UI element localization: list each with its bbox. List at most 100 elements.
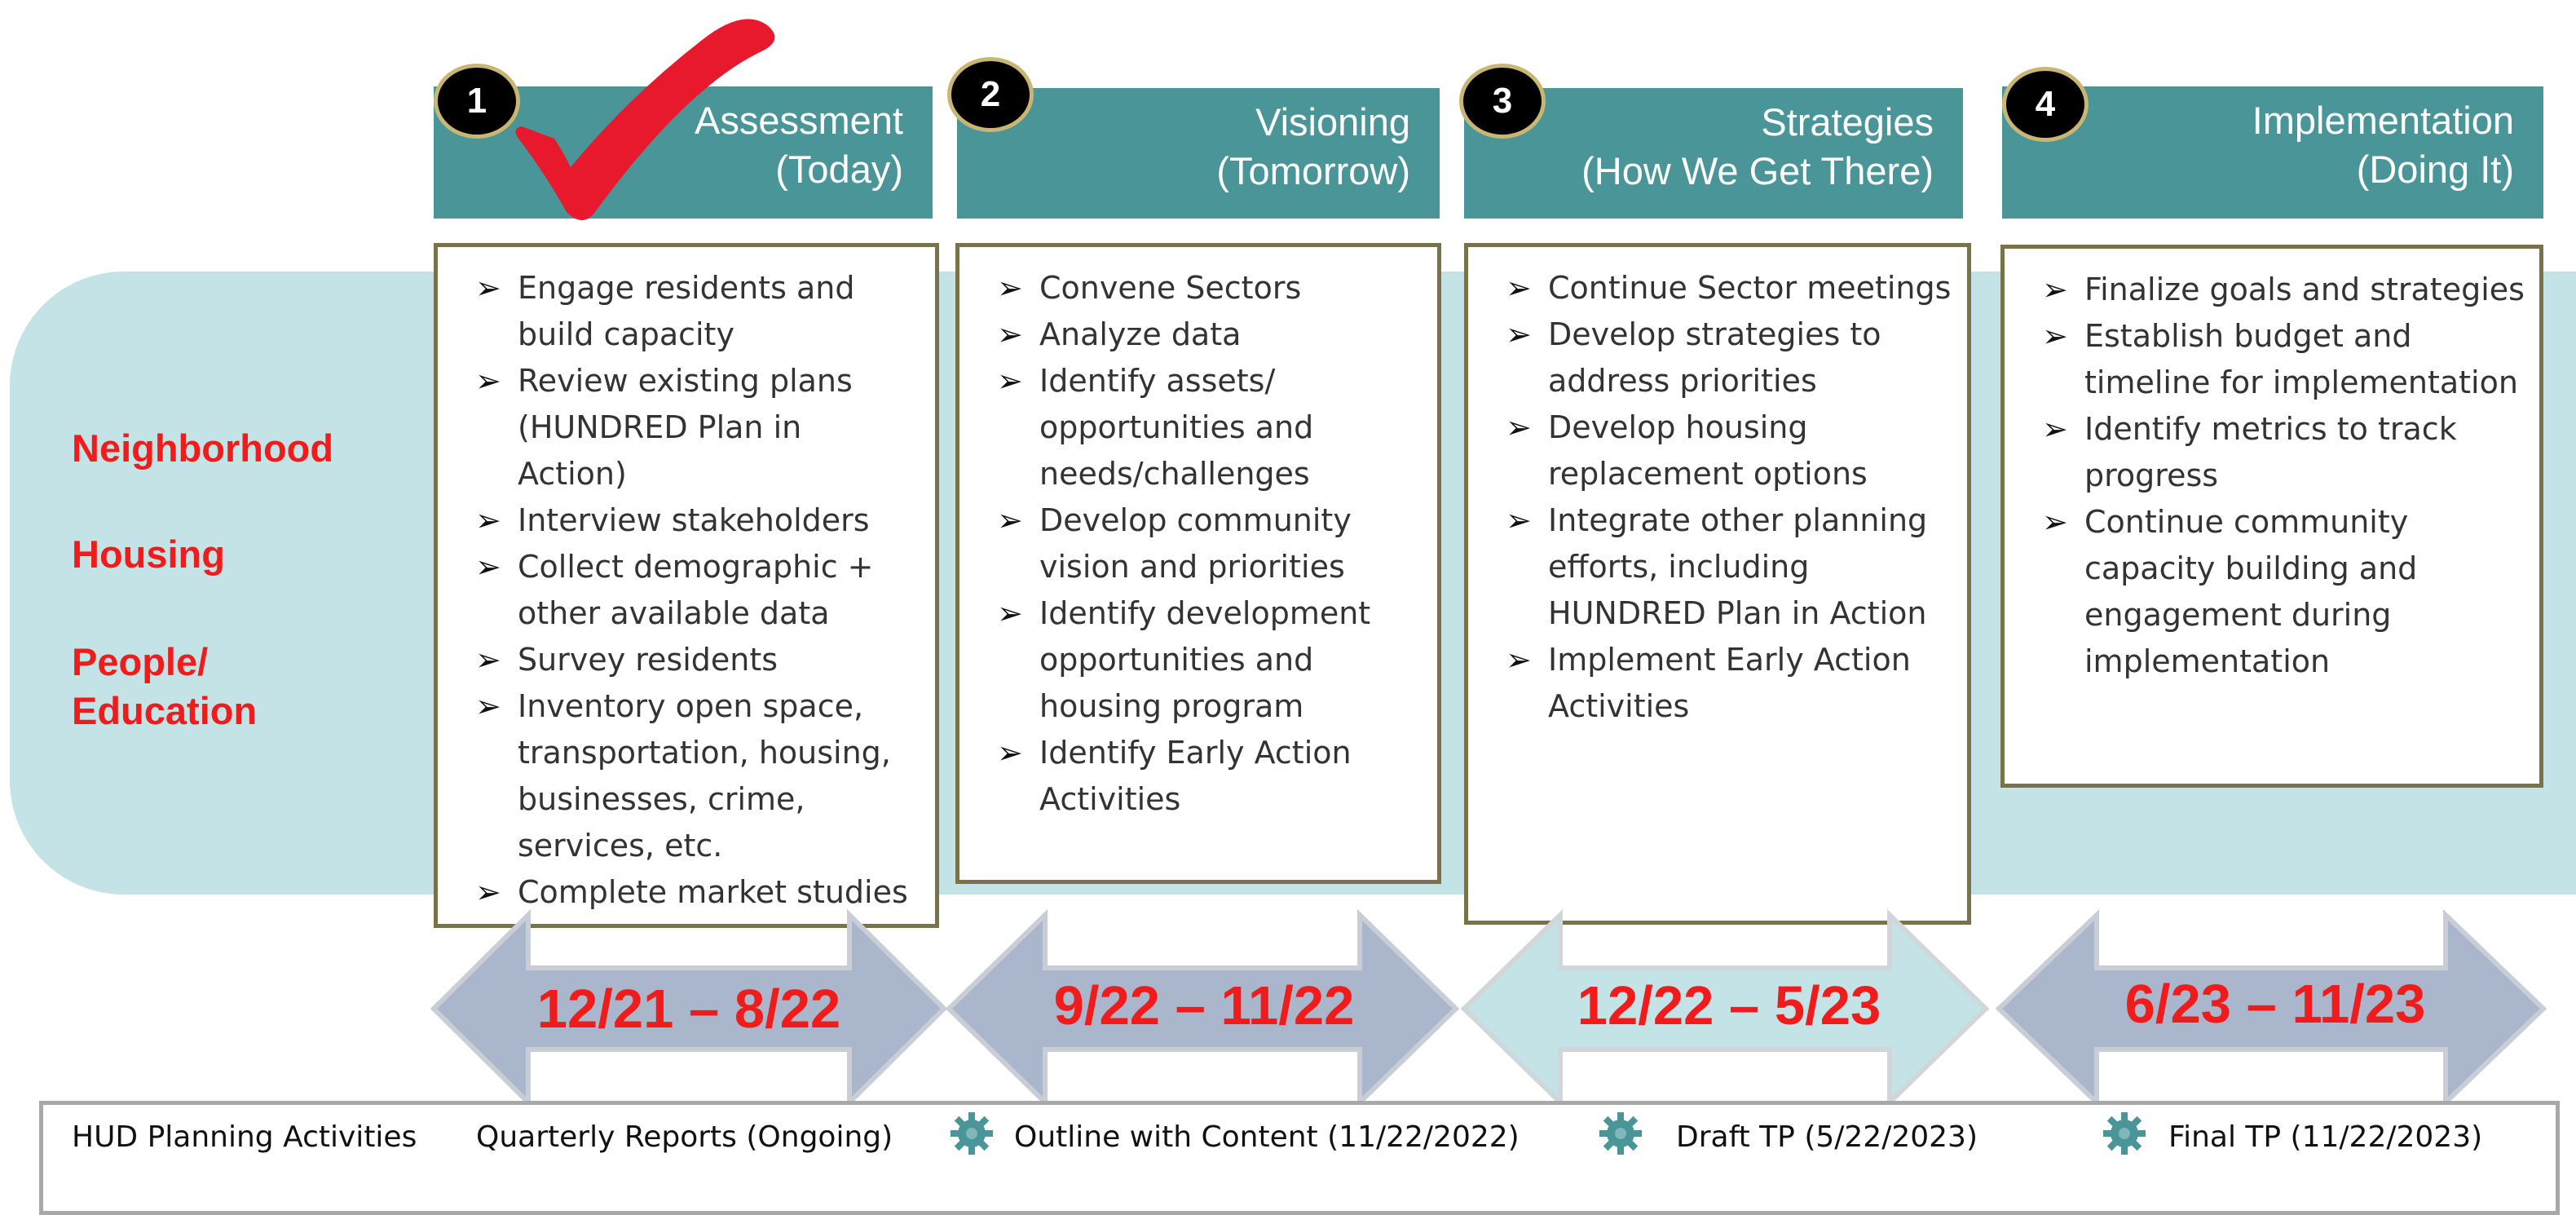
phase-4-subtitle: (Doing It) xyxy=(2356,148,2514,191)
phase-3-header: Strategies (How We Get There) xyxy=(1464,88,1963,219)
gear-icon xyxy=(951,1112,993,1155)
phase-2-subtitle: (Tomorrow) xyxy=(1216,149,1410,192)
activity-item: Analyze data xyxy=(997,311,1429,358)
activity-item-line: Activities xyxy=(1548,688,1690,724)
activity-item: Review existing plans (HUNDRED Plan in Act… xyxy=(475,358,927,497)
activity-item-line: efforts, including xyxy=(1548,549,1810,585)
phase-1-activities-box: Engage residents and build capacityReview… xyxy=(434,243,939,928)
activity-item-line: needs/challenges xyxy=(1039,456,1310,492)
activity-item-line: Continue community xyxy=(2084,504,2409,540)
activity-item-line: Identify development xyxy=(1039,595,1371,631)
activity-item: Engage residents and build capacity xyxy=(475,265,927,358)
activity-item-line: services, etc. xyxy=(518,828,723,864)
phase-3-dates: 12/22 – 5/23 xyxy=(1577,975,1881,1036)
activity-item: Complete market studies xyxy=(475,869,927,916)
activity-item-line: Identify metrics to track xyxy=(2084,411,2457,447)
activity-item: Inventory open space,transportation, hou… xyxy=(475,683,927,869)
activity-item-line: (HUNDRED Plan in xyxy=(518,409,802,445)
phase-3-activities: Continue Sector meetingsDevelop strategi… xyxy=(1506,265,1959,730)
activity-item: Identify metrics to track progress xyxy=(2042,406,2531,499)
phase-3-activities-box: Continue Sector meetingsDevelop strategi… xyxy=(1464,243,1971,925)
hud-bar-label: HUD Planning Activities xyxy=(72,1120,417,1154)
activity-item-line: other available data xyxy=(518,595,830,631)
activity-item-line: Continue Sector meetings xyxy=(1548,270,1952,306)
phase-1-activities: Engage residents and build capacityReview… xyxy=(475,265,927,916)
activity-item: Collect demographic + other available dat… xyxy=(475,544,927,637)
phase-4-header: Implementation (Doing It) xyxy=(2002,86,2543,219)
activity-item-line: Engage residents and xyxy=(518,270,855,306)
phase-1-number-badge: 1 xyxy=(434,64,520,139)
phase-4-dates: 6/23 – 11/23 xyxy=(2124,974,2426,1035)
activity-item-line: progress xyxy=(2084,457,2219,493)
phase-2-title: Visioning xyxy=(1255,100,1410,144)
activity-item-line: build capacity xyxy=(518,316,734,352)
gear-icon xyxy=(2103,1112,2146,1155)
activity-item-line: Finalize goals and strategies xyxy=(2084,272,2525,307)
activity-item-line: Identify assets/ xyxy=(1039,363,1276,399)
phase-1-title: Assessment xyxy=(695,99,903,142)
activity-item: Finalize goals and strategies xyxy=(2042,267,2531,313)
activity-item: Develop community vision and priorities xyxy=(997,497,1429,590)
timeline-arrows xyxy=(430,908,2547,1109)
phase-3-title: Strategies xyxy=(1761,100,1934,144)
activity-item: Develop strategies to address priorities xyxy=(1506,311,1959,404)
activity-item: Survey residents xyxy=(475,637,927,683)
activity-item-line: Establish budget and xyxy=(2084,318,2412,354)
phase-1-subtitle: (Today) xyxy=(775,148,903,191)
activity-item: Establish budget and timeline for impleme… xyxy=(2042,313,2531,406)
timeline-arrow-3 xyxy=(1460,908,1990,1109)
activity-item: Integrate other planning efforts, includi… xyxy=(1506,497,1959,637)
activity-item-line: capacity building and xyxy=(2084,550,2418,586)
activity-item-line: Develop housing xyxy=(1548,409,1808,445)
activity-item-line: vision and priorities xyxy=(1039,549,1345,585)
category-housing: Housing xyxy=(72,532,225,576)
activity-item: Convene Sectors xyxy=(997,265,1429,311)
activity-item-line: Convene Sectors xyxy=(1039,270,1302,306)
activity-item-line: Develop community xyxy=(1039,502,1352,538)
activity-item-line: Inventory open space, xyxy=(518,688,864,724)
activity-item: Identify development opportunities and hou… xyxy=(997,590,1429,730)
activity-item-line: address priorities xyxy=(1548,363,1817,399)
activity-item-line: Integrate other planning xyxy=(1548,502,1928,538)
activity-item-line: timeline for implementation xyxy=(2084,364,2518,400)
checkmark-icon xyxy=(515,19,775,221)
activity-item-line: replacement options xyxy=(1548,456,1868,492)
activity-item-line: HUNDRED Plan in Action xyxy=(1548,595,1927,631)
activity-item-line: Survey residents xyxy=(518,642,779,678)
activity-item-line: Complete market studies xyxy=(518,874,908,910)
phase-1-dates: 12/21 – 8/22 xyxy=(536,979,841,1040)
activity-item-line: Collect demographic + xyxy=(518,549,874,585)
activity-item-line: Review existing plans xyxy=(518,363,853,399)
phase-2-activities-box: Convene SectorsAnalyze dataIdentify asse… xyxy=(955,243,1441,884)
activity-item-line: opportunities and xyxy=(1039,642,1314,678)
phase-2-number-badge: 2 xyxy=(947,57,1034,132)
activity-item: Identify assets/opportunities and needs/c… xyxy=(997,358,1429,497)
phase-4-title: Implementation xyxy=(2252,99,2514,142)
activity-item: Continue community capacity building and e… xyxy=(2042,499,2531,685)
activity-item-line: engagement during xyxy=(2084,597,2392,633)
outline-milestone-label: Outline with Content (11/22/2022) xyxy=(1014,1120,1520,1154)
activity-item-line: Action) xyxy=(518,456,627,492)
category-people-education: People/ Education xyxy=(72,640,258,732)
phase-3-subtitle: (How We Get There) xyxy=(1581,149,1934,192)
timeline-arrow-4 xyxy=(1995,908,2547,1109)
final-tp-milestone-label: Final TP (11/22/2023) xyxy=(2168,1120,2483,1154)
phase-4-activities: Finalize goals and strategiesEstablish b… xyxy=(2042,267,2531,685)
activity-item-line: opportunities and xyxy=(1039,409,1314,445)
activity-item-line: Develop strategies to xyxy=(1548,316,1881,352)
phase-4-activities-box: Finalize goals and strategiesEstablish b… xyxy=(2000,245,2543,788)
activity-item-line: Activities xyxy=(1039,781,1181,817)
gear-icon xyxy=(1599,1112,1642,1155)
draft-tp-milestone-label: Draft TP (5/22/2023) xyxy=(1676,1120,1978,1154)
timeline-arrow-1 xyxy=(430,908,948,1109)
activity-item-line: businesses, crime, xyxy=(518,781,805,817)
phase-3-number-badge: 3 xyxy=(1459,64,1546,139)
phase-2-dates: 9/22 – 11/22 xyxy=(1053,975,1355,1036)
timeline-arrow-2 xyxy=(945,908,1460,1109)
activity-item: Interview stakeholders xyxy=(475,497,927,544)
phase-2-activities: Convene SectorsAnalyze dataIdentify asse… xyxy=(997,265,1429,823)
activity-item-line: Implement Early Action xyxy=(1548,642,1911,678)
activity-item-line: housing program xyxy=(1039,688,1304,724)
